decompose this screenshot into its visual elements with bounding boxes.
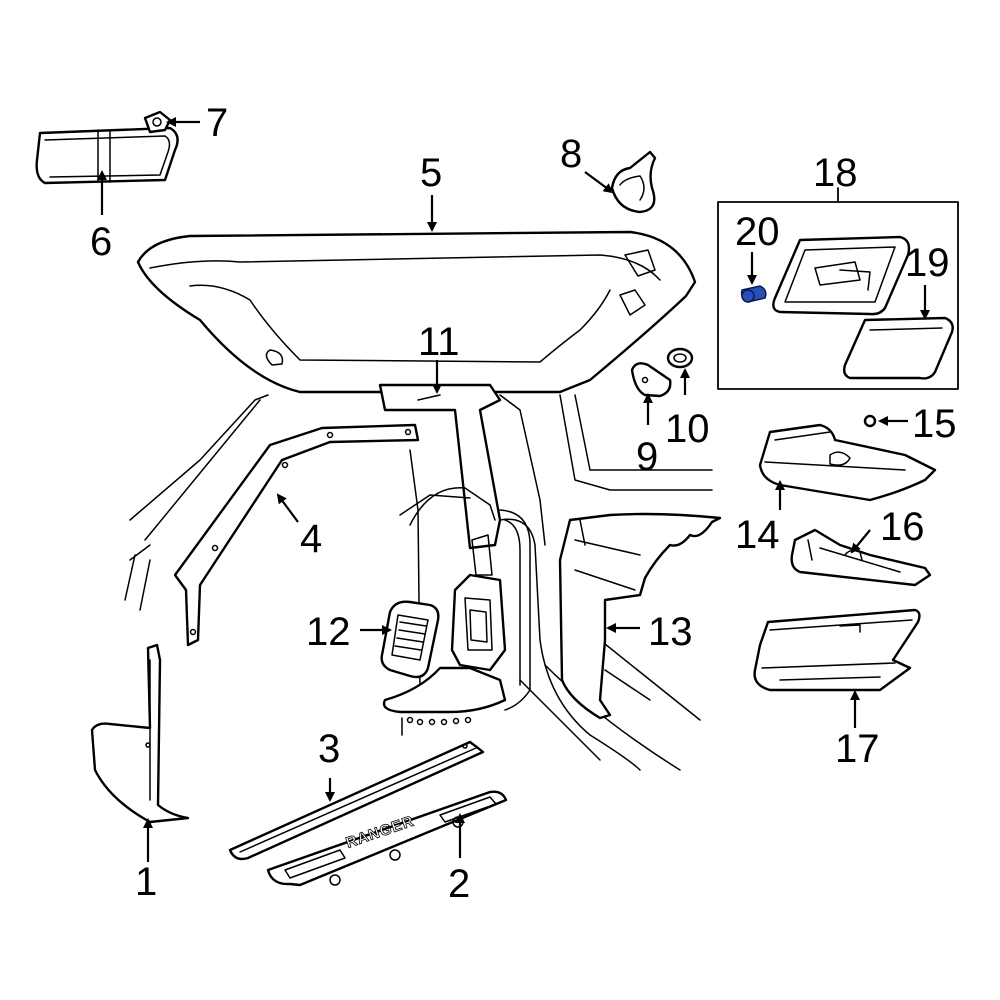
cowl-side-trim[interactable]	[90, 643, 190, 824]
callout-labels: 1 2 3 4 5 6 7 8 9 10 11 12 13 14 15 16 1…	[90, 101, 957, 906]
console-bracket[interactable]	[790, 528, 932, 587]
seat-belt-retractor	[450, 534, 507, 672]
callout-18: 18	[813, 151, 858, 195]
callout-3: 3	[318, 727, 340, 771]
coat-hook[interactable]	[630, 362, 672, 398]
overhead-console[interactable]	[758, 423, 937, 502]
cab-structure	[124, 394, 713, 771]
callout-6: 6	[90, 220, 112, 264]
coat-hook-cap[interactable]	[666, 347, 694, 369]
sill-plate[interactable]	[228, 740, 485, 861]
callout-5: 5	[420, 151, 442, 195]
callout-8: 8	[560, 132, 582, 176]
callout-19: 19	[905, 241, 950, 285]
dome-lamp-group	[717, 187, 959, 390]
callout-15: 15	[912, 402, 957, 446]
speaker-grille[interactable]	[380, 600, 440, 679]
sun-visor[interactable]	[35, 126, 179, 185]
lower-quarter-trim	[382, 666, 507, 736]
callout-20: 20	[735, 210, 780, 254]
windshield-pillar-trim[interactable]	[173, 423, 420, 647]
headliner[interactable]	[136, 230, 697, 394]
dome-lamp-bulb[interactable]	[740, 285, 767, 303]
callout-12: 12	[306, 610, 351, 654]
callout-11: 11	[418, 320, 460, 364]
callout-4: 4	[300, 517, 322, 561]
visor-clip[interactable]	[143, 110, 172, 134]
callout-2: 2	[448, 862, 470, 906]
dome-lamp-lens[interactable]	[842, 316, 954, 380]
callout-14: 14	[735, 513, 780, 557]
back-panel-trim[interactable]	[558, 512, 722, 720]
dome-lamp-housing[interactable]	[772, 235, 911, 316]
callout-1: 1	[135, 860, 157, 904]
callout-16: 16	[880, 505, 925, 549]
console-screw[interactable]	[863, 414, 877, 428]
callout-9: 9	[636, 435, 658, 479]
callout-arrows	[97, 117, 930, 862]
callout-10: 10	[665, 407, 710, 451]
scuff-plate-ranger[interactable]: RANGER	[266, 790, 508, 887]
grab-handle[interactable]	[610, 150, 657, 214]
callout-7: 7	[206, 101, 228, 145]
callout-13: 13	[648, 610, 693, 654]
callout-17: 17	[835, 727, 880, 771]
storage-compartment[interactable]	[753, 608, 921, 692]
